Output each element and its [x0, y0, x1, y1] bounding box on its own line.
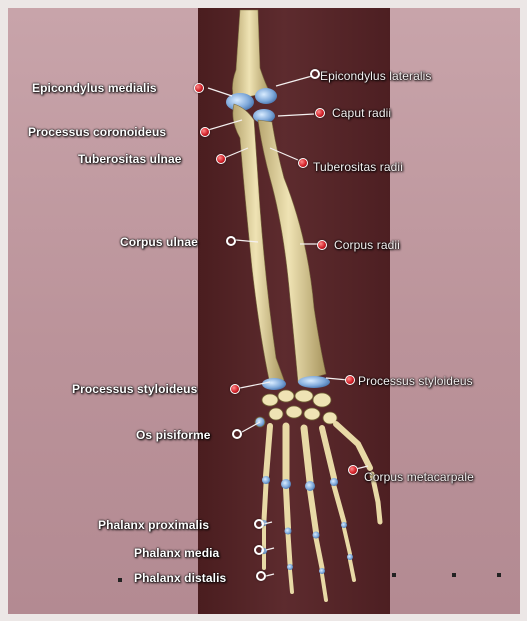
speck: [392, 573, 396, 577]
label-corpus-radii: Corpus radii: [334, 238, 400, 252]
pin-corpus-metacarpale[interactable]: [348, 465, 358, 475]
label-phalanx-distalis: Phalanx distalis: [134, 571, 226, 585]
label-corpus-metacarpale: Corpus metacarpale: [364, 470, 474, 484]
pin-phalanx-proximalis[interactable]: [254, 519, 264, 529]
label-corpus-ulnae: Corpus ulnae: [120, 235, 198, 249]
label-os-pisiforme: Os pisiforme: [136, 428, 211, 442]
pin-caput-radii[interactable]: [315, 108, 325, 118]
label-caput-radii: Caput radii: [332, 106, 391, 120]
label-processus-styloideus-ulnae: Processus styloideus: [72, 382, 197, 396]
pin-corpus-radii[interactable]: [317, 240, 327, 250]
wrist-joint-ulnar: [262, 378, 286, 390]
pin-tuberositas-ulnae[interactable]: [216, 154, 226, 164]
label-processus-coronoideus: Processus coronoideus: [28, 125, 166, 139]
label-processus-styloideus-radii: Processus styloideus: [358, 374, 473, 388]
speck: [118, 578, 122, 582]
pin-tuberositas-radii[interactable]: [298, 158, 308, 168]
pin-epicondylus-lateralis[interactable]: [310, 69, 320, 79]
label-phalanx-proximalis: Phalanx proximalis: [98, 518, 209, 532]
forearm-hand-skeleton: [8, 8, 520, 614]
label-epicondylus-lateralis: Epicondylus lateralis: [320, 69, 432, 83]
pin-processus-coronoideus[interactable]: [200, 127, 210, 137]
carpals: [255, 390, 337, 427]
pin-epicondylus-medialis[interactable]: [194, 83, 204, 93]
elbow-joint-lateral: [255, 88, 277, 104]
pin-processus-styloideus-radii[interactable]: [345, 375, 355, 385]
humerus: [232, 10, 270, 100]
pin-corpus-ulnae[interactable]: [226, 236, 236, 246]
pin-processus-styloideus-ulnae[interactable]: [230, 384, 240, 394]
pin-os-pisiforme[interactable]: [232, 429, 242, 439]
pin-phalanx-media[interactable]: [254, 545, 264, 555]
label-phalanx-media: Phalanx media: [134, 546, 219, 560]
finger-joints: [261, 476, 353, 574]
wrist-joint-radial: [298, 376, 330, 388]
label-epicondylus-medialis: Epicondylus medialis: [32, 81, 157, 95]
speck: [452, 573, 456, 577]
label-tuberositas-radii: Tuberositas radii: [313, 160, 403, 174]
figure-panel: Epicondylus medialis Epicondylus lateral…: [8, 8, 520, 614]
pin-phalanx-distalis[interactable]: [256, 571, 266, 581]
speck: [497, 573, 501, 577]
label-tuberositas-ulnae: Tuberositas ulnae: [78, 152, 182, 166]
